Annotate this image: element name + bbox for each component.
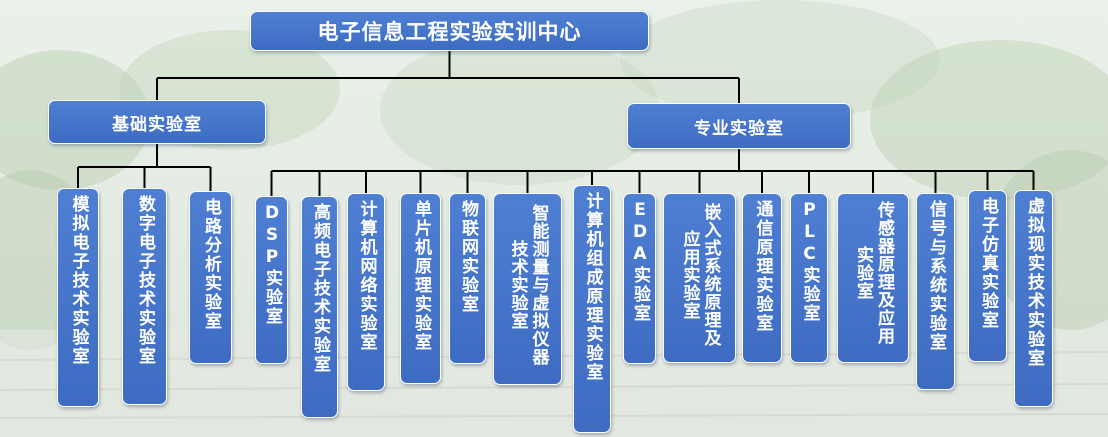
lab-computer-network: 计算机网络实验室 <box>347 193 385 391</box>
group-label: 基础实验室 <box>112 114 202 135</box>
lab-high-frequency-electronics: 高频电子技术实验室 <box>301 196 338 418</box>
group-label: 专业实验室 <box>694 118 784 139</box>
root-node: 电子信息工程实验实训中心 <box>250 11 649 51</box>
lab-intelligent-measurement-virtual-instruments: 智能测量与虚拟仪器技术实验室 <box>493 193 562 385</box>
lab-embedded-systems: 嵌入式系统原理及应用实验室 <box>663 193 736 363</box>
lab-virtual-reality: 虚拟现实技术实验室 <box>1014 190 1053 407</box>
lab-dsp: DSP实验室 <box>255 196 288 364</box>
lab-electronic-simulation: 电子仿真实验室 <box>968 190 1007 362</box>
group-basic-labs: 基础实验室 <box>48 100 266 144</box>
lab-eda: EDA实验室 <box>623 193 656 364</box>
lab-computer-organization: 计算机组成原理实验室 <box>573 185 611 433</box>
lab-plc: PLC实验室 <box>790 193 828 363</box>
lab-internet-of-things: 物联网实验室 <box>449 193 486 364</box>
lab-analog-electronics: 模拟电子技术实验室 <box>57 188 99 407</box>
lab-microcontroller-principles: 单片机原理实验室 <box>400 193 441 384</box>
lab-communication-principles: 通信原理实验室 <box>742 193 782 363</box>
lab-circuit-analysis: 电路分析实验室 <box>189 191 232 364</box>
group-professional-labs: 专业实验室 <box>627 103 851 149</box>
root-label: 电子信息工程实验实训中心 <box>317 20 582 44</box>
lab-digital-electronics: 数字电子技术实验室 <box>122 188 167 405</box>
lab-sensor-principles: 传感器原理及应用实验室 <box>837 193 909 363</box>
lab-signals-and-systems: 信号与系统实验室 <box>916 193 955 390</box>
